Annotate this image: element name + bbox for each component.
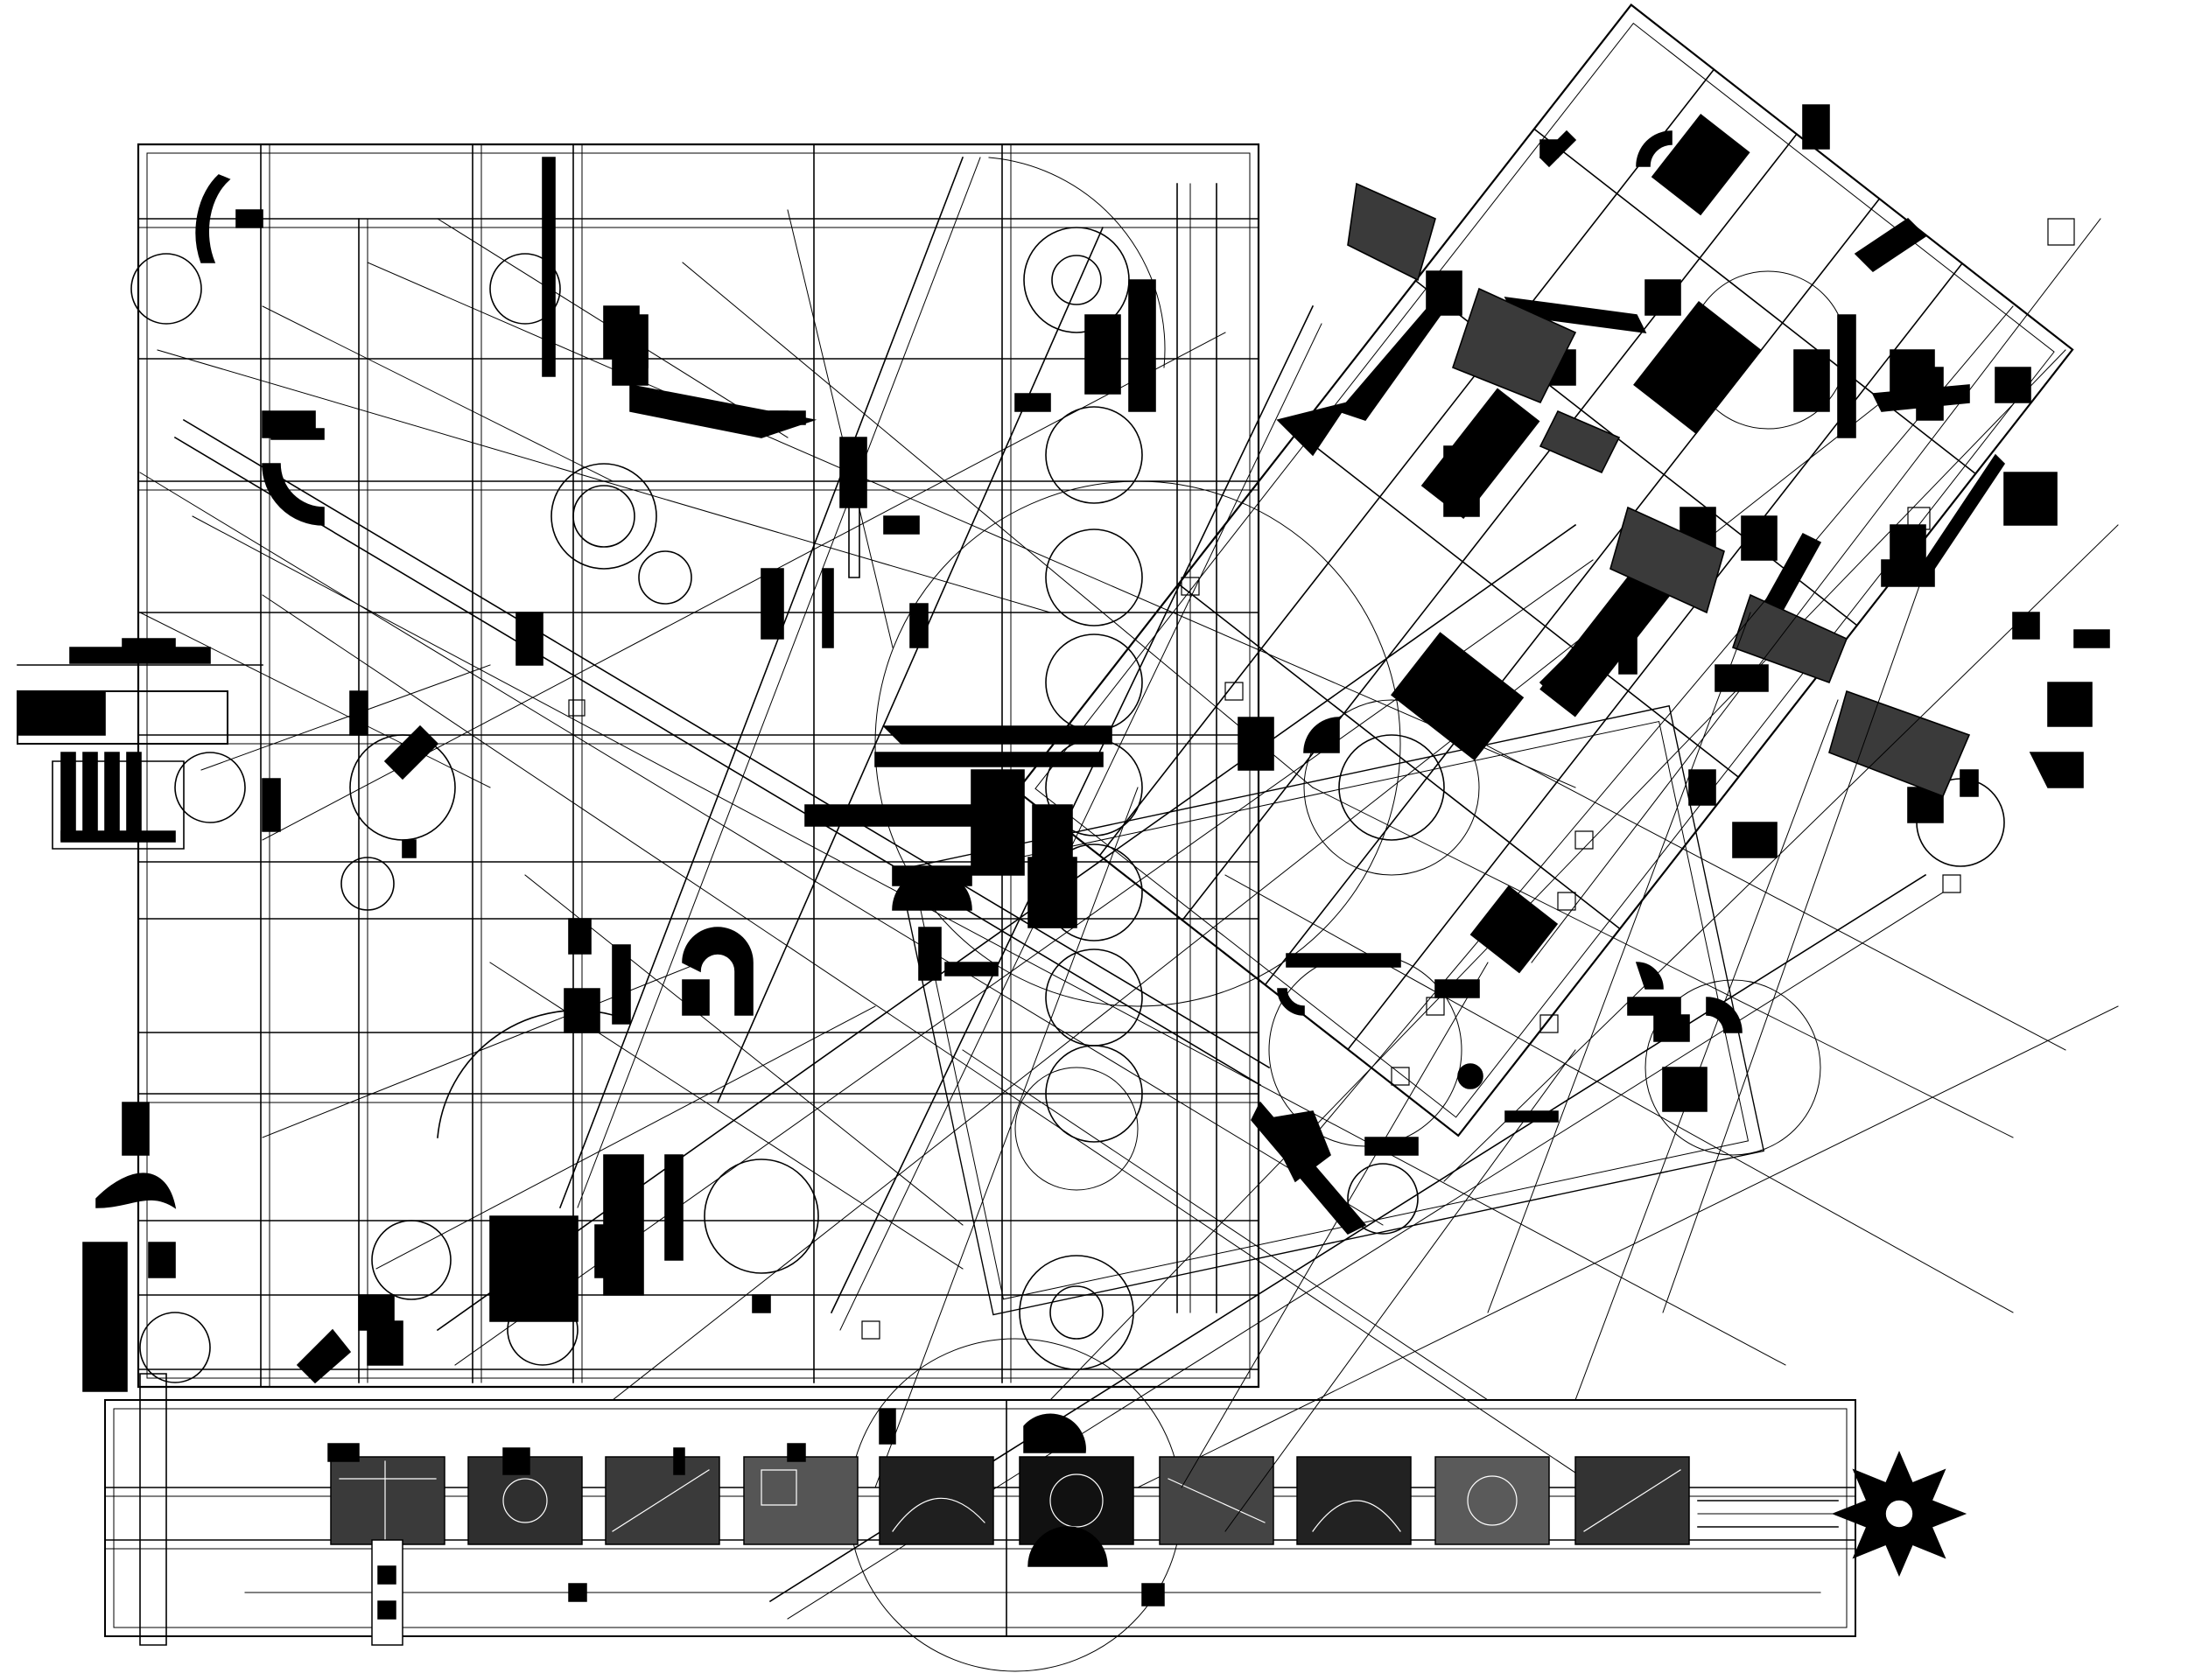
square-markers [569, 219, 2074, 1339]
left-edge-machine [18, 648, 263, 849]
star-emblem [1698, 1452, 1965, 1575]
black-figures [18, 105, 2109, 1391]
fine-lines [140, 210, 2118, 1531]
textured-panels [1348, 184, 1969, 796]
bottom-panels [328, 1409, 1689, 1645]
